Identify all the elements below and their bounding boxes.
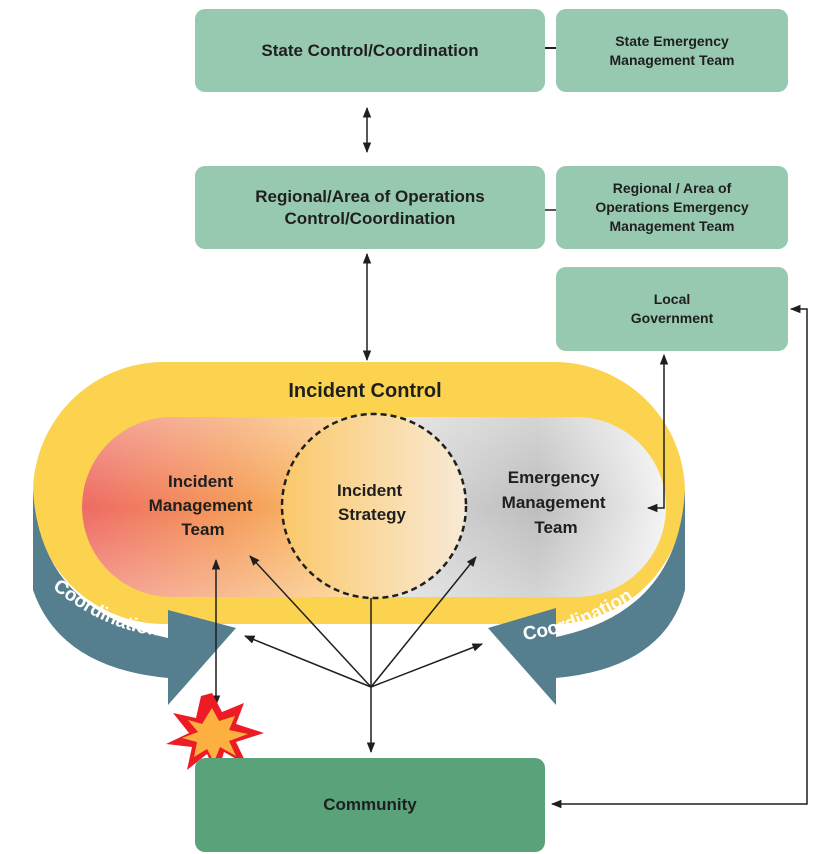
- explosion-icon: [166, 693, 264, 775]
- regional-control-label: Regional/Area of Operations Control/Coor…: [255, 186, 485, 228]
- regional-emt-box: Regional / Area of Operations Emergency …: [556, 166, 788, 249]
- arrow-community-local: [550, 304, 808, 809]
- coordination-arrow-left: [33, 490, 236, 705]
- arrow-fan-2: [244, 635, 372, 688]
- community-box: Community: [195, 758, 545, 852]
- arrow-fan-3: [370, 556, 477, 688]
- state-control-box: State Control/Coordination: [195, 9, 545, 92]
- incident-strategy-label: Incident Strategy: [337, 481, 407, 524]
- incident-control-title: Incident Control: [288, 380, 441, 402]
- regional-control-box: Regional/Area of Operations Control/Coor…: [195, 166, 545, 249]
- regional-emt-label: Regional / Area of Operations Emergency …: [595, 180, 749, 234]
- incident-management-team-label: Incident Management Team: [149, 472, 258, 539]
- state-control-label: State Control/Coordination: [261, 40, 479, 60]
- incident-strategy-circle: [280, 412, 468, 600]
- arrow-fan-4: [370, 643, 483, 688]
- arrow-fan-1: [249, 555, 372, 688]
- community-label: Community: [323, 795, 417, 814]
- state-emt-label: State Emergency Management Team: [609, 32, 735, 68]
- state-emt-box: State Emergency Management Team: [556, 9, 788, 92]
